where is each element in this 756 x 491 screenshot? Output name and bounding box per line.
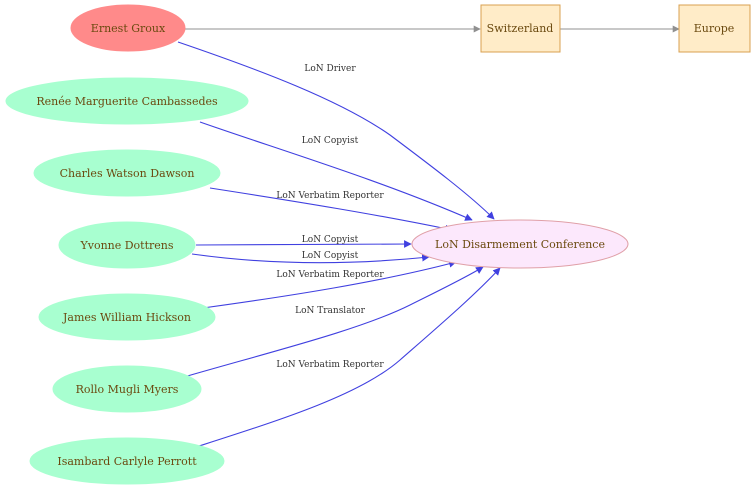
node-label-perrott: Isambard Carlyle Perrott: [57, 455, 197, 468]
edge-cambassedes-conference: LoN Copyist: [199, 121, 473, 221]
node-myers[interactable]: Rollo Mugli Myers: [52, 365, 202, 413]
edge-dawson-conference: LoN Verbatim Reporter: [209, 187, 453, 233]
edge-perrott-conference: LoN Verbatim Reporter: [195, 267, 501, 448]
edge-label-dottrens-2: LoN Copyist: [302, 251, 359, 261]
edge-dottrens-conference-2: LoN Copyist: [191, 251, 430, 264]
node-label-dawson: Charles Watson Dawson: [60, 167, 195, 180]
edge-label-dawson: LoN Verbatim Reporter: [276, 191, 384, 201]
edge-label-groux: LoN Driver: [304, 64, 356, 74]
node-perrott[interactable]: Isambard Carlyle Perrott: [29, 437, 225, 485]
edge-label-cambassedes: LoN Copyist: [302, 136, 359, 146]
node-dottrens[interactable]: Yvonne Dottrens: [58, 221, 196, 269]
edge-label-hickson: LoN Verbatim Reporter: [276, 270, 384, 280]
edge-myers-conference: LoN Translator: [183, 266, 484, 378]
node-europe[interactable]: Europe: [678, 4, 751, 53]
edge-label-perrott: LoN Verbatim Reporter: [276, 360, 384, 370]
edge-label-dottrens-1: LoN Copyist: [302, 235, 359, 245]
edge-hickson-conference: LoN Verbatim Reporter: [202, 260, 457, 309]
edge-label-myers: LoN Translator: [295, 306, 365, 316]
node-label-dottrens: Yvonne Dottrens: [79, 239, 173, 252]
node-label-groux: Ernest Groux: [91, 22, 166, 35]
node-label-cambassedes: Renée Marguerite Cambassedes: [36, 95, 218, 108]
node-label-hickson: James William Hickson: [62, 311, 191, 324]
edge-groux-conference: LoN Driver: [177, 41, 495, 220]
node-switzerland[interactable]: Switzerland: [480, 4, 561, 53]
node-hickson[interactable]: James William Hickson: [38, 293, 216, 341]
node-groux[interactable]: Ernest Groux: [70, 4, 186, 52]
node-label-switzerland: Switzerland: [487, 22, 554, 35]
edge-dottrens-conference-1: LoN Copyist: [195, 235, 412, 248]
node-label-myers: Rollo Mugli Myers: [76, 383, 179, 396]
node-label-europe: Europe: [694, 22, 735, 35]
node-cambassedes[interactable]: Renée Marguerite Cambassedes: [5, 77, 249, 125]
node-conference[interactable]: LoN Disarmement Conference: [411, 219, 629, 269]
node-label-conference: LoN Disarmement Conference: [435, 238, 605, 251]
node-dawson[interactable]: Charles Watson Dawson: [33, 149, 221, 197]
